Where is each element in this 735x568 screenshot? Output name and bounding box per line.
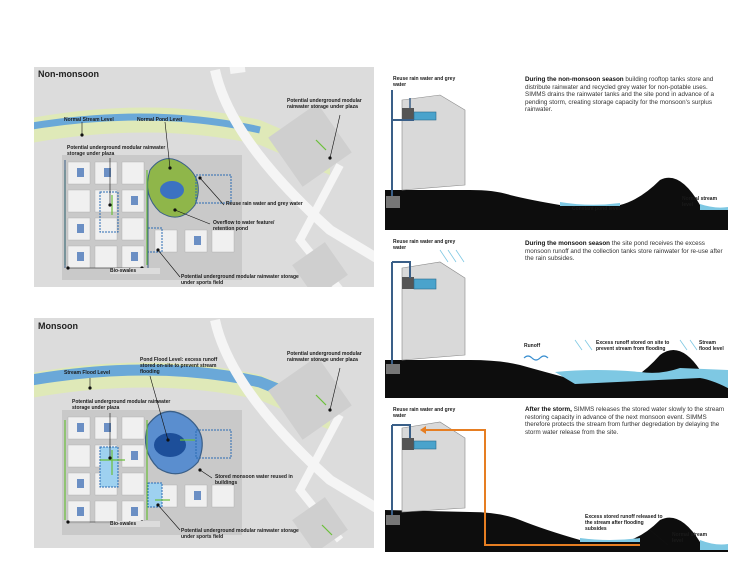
sect1-desc-rest: building rooftop tanks store and distrib…: [525, 76, 715, 114]
sect2-description: During the monsoon season the site pond …: [525, 240, 725, 263]
label-storage-sports: Potential underground modular rainwater …: [181, 274, 299, 286]
label-normal-stream: Normal Stream Level: [64, 117, 114, 123]
label-bioswales: Bio-swales: [110, 268, 160, 274]
label-storage-plaza-right-m: Potential underground modular rainwater …: [287, 351, 362, 363]
sect1-desc-bold: During the non-monsoon season: [525, 76, 624, 83]
sect3-desc-rest: SIMMS releases the stored water slowly t…: [525, 406, 725, 436]
sect1-description: During the non-monsoon season building r…: [525, 76, 725, 114]
sect3-reuse-label: Reuse rain water and grey water: [393, 407, 456, 419]
label-reuse: Reuse rain water and grey water: [226, 201, 303, 207]
section-monsoon: [385, 249, 728, 398]
label-storage-sports-m: Potential underground modular rainwater …: [181, 528, 299, 540]
sect2-desc-bold: During the monsoon season: [525, 240, 611, 247]
sect3-desc-bold: After the storm,: [525, 406, 572, 413]
label-normal-pond: Normal Pond Level: [137, 117, 183, 123]
sect2-desc-rest: the site pond receives the excess monsoo…: [525, 240, 723, 263]
label-stream-flood: Stream Flood Level: [64, 370, 111, 376]
label-pond-flood: Pond Flood Level: excess runoff stored o…: [140, 357, 218, 375]
sect1-constant-pond: Constant pond level: [572, 206, 620, 212]
section-after-storm: [385, 421, 728, 552]
label-stored-reused: Stored monsoon water reused in buildings: [215, 474, 293, 486]
label-overflow: Overflow to water feature/ retention pon…: [213, 220, 275, 232]
sect3-normal-stream: Normal stream level: [672, 532, 708, 544]
map-title-non-monsoon: Non-monsoon: [38, 69, 99, 79]
sect2-runoff: Runoff: [524, 343, 541, 349]
label-storage-plaza: Potential underground modular rainwater …: [67, 145, 166, 157]
sect1-reuse-label: Reuse rain water and grey water: [393, 76, 456, 88]
sect2-stream-flood: Stream flood level: [699, 340, 724, 352]
map-title-monsoon: Monsoon: [38, 321, 78, 331]
sect2-reuse-label: Reuse rain water and grey water: [393, 239, 456, 251]
label-bioswales-m: Bio-swales: [110, 521, 160, 527]
label-storage-plaza-m: Potential underground modular rainwater …: [72, 399, 171, 411]
section-non-monsoon: [385, 90, 728, 230]
label-storage-plaza-right: Potential underground modular rainwater …: [287, 98, 362, 110]
sect2-excess: Excess runoff stored on site to prevent …: [596, 340, 670, 352]
sect1-normal-stream: Normal stream level: [682, 196, 718, 208]
sect3-excess-release: Excess stored runoff released to the str…: [585, 514, 663, 532]
sect3-description: After the storm, SIMMS releases the stor…: [525, 406, 725, 436]
